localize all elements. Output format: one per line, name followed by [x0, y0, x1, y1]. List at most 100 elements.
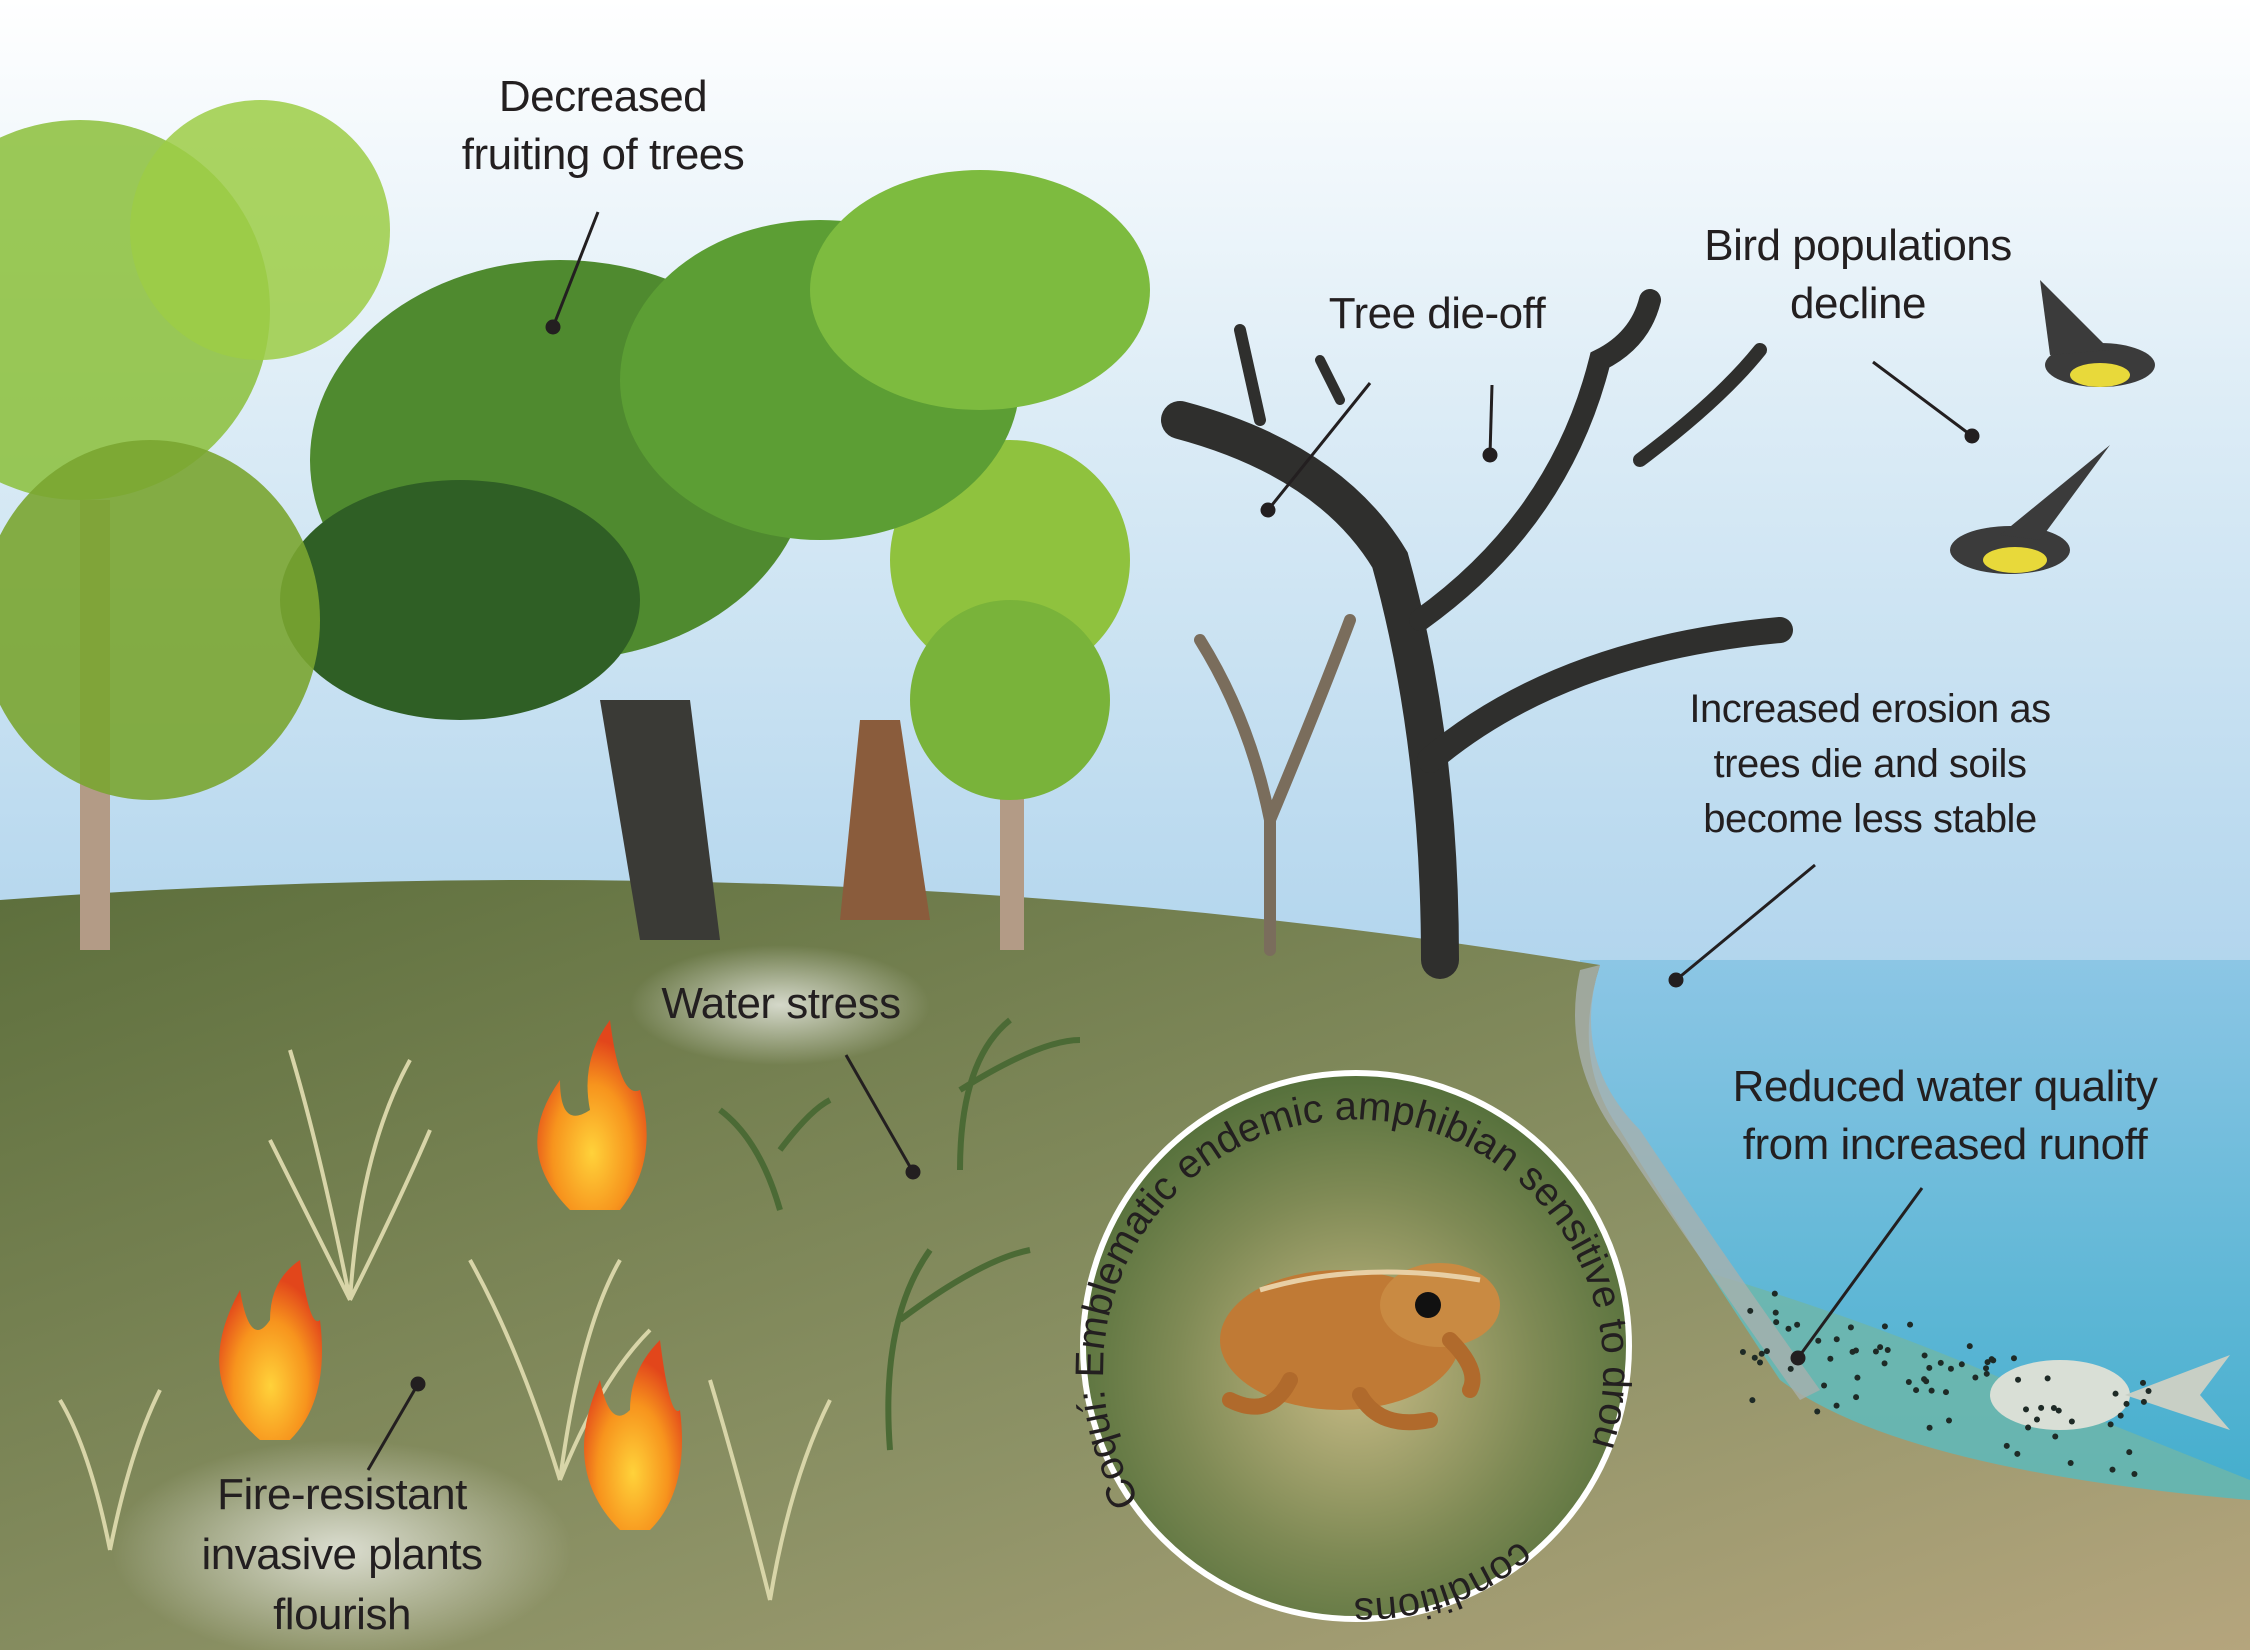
sediment-dot: [1921, 1376, 1928, 1383]
sediment-dot: [1881, 1360, 1888, 1367]
sediment-dot: [1983, 1370, 1990, 1377]
fires: [219, 1020, 682, 1530]
water-stress-glow: [630, 945, 930, 1065]
label-line: Increased erosion as: [1689, 687, 2051, 731]
sediment-dot: [1958, 1361, 1965, 1368]
label-line: Bird populations: [1704, 221, 2012, 270]
sediment-dot: [2033, 1416, 2040, 1423]
sediment-dot: [2050, 1405, 2057, 1412]
sediment-dot: [2107, 1421, 2114, 1428]
sediment-dots: [1739, 1290, 2152, 1477]
label-bird-decline: Bird populations decline: [1704, 217, 2012, 333]
fish: [1990, 1355, 2230, 1430]
label-water-quality: Reduced water quality from increased run…: [1733, 1058, 2158, 1174]
label-line: flourish: [273, 1590, 411, 1639]
sediment-dot: [1739, 1348, 1746, 1355]
sediment-dot: [1772, 1309, 1779, 1316]
sediment-dot: [1749, 1397, 1756, 1404]
sediment-dot: [2067, 1459, 2074, 1466]
sediment-dot: [1907, 1321, 1914, 1328]
label-line: fruiting of trees: [461, 130, 745, 179]
sediment-dot: [2015, 1376, 2022, 1383]
label-erosion: Increased erosion as trees die and soils…: [1689, 682, 2051, 847]
sediment-dot: [1853, 1394, 1860, 1401]
sediment-dot: [1913, 1387, 1920, 1394]
sediment-dot: [1771, 1290, 1778, 1297]
label-decreased-fruiting: Decreased fruiting of trees: [462, 68, 745, 184]
label-line: Decreased: [498, 72, 708, 121]
sediment-dot: [1937, 1359, 1944, 1366]
leader-lines: [366, 211, 1980, 1471]
sediment-dot: [1821, 1382, 1828, 1389]
sediment-dot: [1926, 1424, 1933, 1431]
sediment-dot: [2139, 1379, 2146, 1386]
sediment-dot: [1983, 1365, 1990, 1372]
sediment-dot: [2145, 1387, 2152, 1394]
invasive-glow: [112, 1440, 572, 1650]
label-line: invasive plants: [201, 1530, 483, 1579]
birds: [1950, 280, 2155, 574]
sediment-dot: [1794, 1321, 1801, 1328]
label-water-stress: Water stress: [661, 975, 901, 1033]
stressed-ferns: [718, 1017, 1081, 1451]
sediment-dot: [2123, 1400, 2130, 1407]
sediment-dot: [1854, 1374, 1861, 1381]
sediment-dot: [1815, 1337, 1822, 1344]
sediment-dot: [2055, 1407, 2062, 1414]
sediment-dot: [2140, 1398, 2147, 1405]
sediment-dot: [1921, 1352, 1928, 1359]
sediment-dot: [2025, 1424, 2032, 1431]
sediment-dot: [2109, 1466, 2116, 1473]
sediment-dot: [1946, 1417, 1953, 1424]
sediment-dot: [2068, 1418, 2075, 1425]
label-line: become less stable: [1703, 797, 2037, 841]
dead-trees: [1161, 289, 1793, 979]
label-invasive-plants: Fire-resistant invasive plants flourish: [201, 1465, 483, 1645]
sediment-dot: [2126, 1449, 2133, 1456]
label-line: Water stress: [661, 979, 901, 1028]
sediment-dot: [2131, 1470, 2138, 1477]
label-line: decline: [1790, 279, 1926, 328]
sediment-dot: [2010, 1355, 2017, 1362]
label-line: trees die and soils: [1713, 742, 2027, 786]
label-line: from increased runoff: [1742, 1120, 2148, 1169]
sediment-dot: [1773, 1319, 1780, 1326]
sediment-dot: [1942, 1389, 1949, 1396]
sediment-dot: [1827, 1355, 1834, 1362]
invasive-grasses: [58, 1049, 832, 1601]
label-tree-die-off: Tree die-off: [1329, 285, 1546, 343]
sediment-dot: [1926, 1364, 1933, 1371]
sediment-dot: [1757, 1359, 1764, 1366]
sediment-dot: [1881, 1323, 1888, 1330]
sediment-dot: [1758, 1350, 1765, 1357]
sediment-dot: [1833, 1402, 1840, 1409]
sediment-dot: [1905, 1378, 1912, 1385]
sediment-dot: [1972, 1374, 1979, 1381]
sediment-dot: [1814, 1408, 1821, 1415]
sediment-dot: [2052, 1433, 2059, 1440]
label-line: Fire-resistant: [217, 1470, 467, 1519]
sediment-dot: [1877, 1344, 1884, 1351]
palm-trees: [0, 100, 1130, 950]
label-line: Reduced water quality: [1732, 1062, 2158, 1111]
sediment-dot: [1852, 1347, 1859, 1354]
sediment-dot: [2003, 1442, 2010, 1449]
sediment-dot: [2014, 1450, 2021, 1457]
sediment-dot: [2038, 1404, 2045, 1411]
coqui-frog: [1220, 1263, 1500, 1431]
sediment-dot: [1988, 1356, 1995, 1363]
sediment-dot: [1751, 1354, 1758, 1361]
sediment-dot: [2117, 1412, 2124, 1419]
sediment-dot: [1763, 1348, 1770, 1355]
sediment-dot: [1833, 1336, 1840, 1343]
broadleaf-trees: [0, 170, 1150, 940]
label-line: Tree die-off: [1328, 289, 1546, 338]
sediment-dot: [1872, 1348, 1879, 1355]
sediment-dot: [1928, 1387, 1935, 1394]
turbid-water: [1700, 1270, 2250, 1500]
sediment-dot: [1947, 1365, 1954, 1372]
sediment-dot: [2022, 1406, 2029, 1413]
sediment-dot: [2112, 1390, 2119, 1397]
sediment-dot: [1847, 1324, 1854, 1331]
